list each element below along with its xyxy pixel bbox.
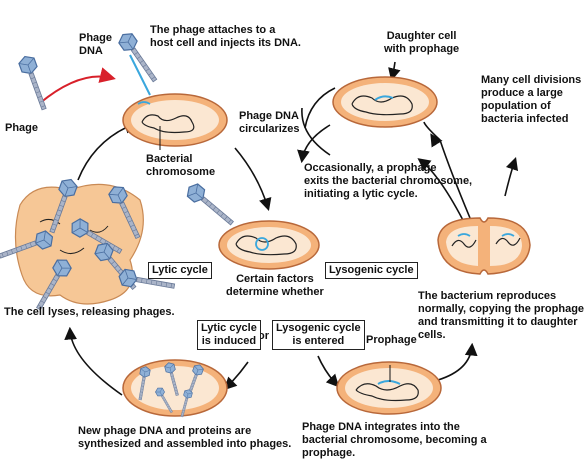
prophage-cell <box>336 361 442 415</box>
free-phage-icon <box>16 53 53 113</box>
attach-description: The phage attaches to a host cell and in… <box>150 24 301 49</box>
daughter-cell-label: Daughter cell with prophage <box>384 30 460 55</box>
inject-arrow <box>39 67 116 104</box>
lytic-cycle-box: Lytic cycle <box>148 262 212 279</box>
cell-lyses-label: The cell lyses, releasing phages. <box>4 306 175 318</box>
prophage-exit-label: Occasionally, a prophage exits the bacte… <box>304 162 473 200</box>
dividing-cell <box>437 217 531 275</box>
lysogenic-cycle-box: Lysogenic cycle <box>325 262 418 279</box>
phage-label: Phage <box>5 122 39 134</box>
lysogenic-entered-box: Lysogenic cycle is entered <box>272 320 365 350</box>
prophage-label: Prophage <box>366 334 417 346</box>
assembly-cell <box>122 359 228 419</box>
bacterial-chromosome-label: Bacterial chromosome <box>146 153 216 178</box>
lytic-induced-box: Lytic cycle is induced <box>197 320 261 350</box>
cycle-arrows <box>64 61 519 396</box>
phage-dna-label: Phage DNA <box>79 32 113 57</box>
decision-cell <box>218 220 320 270</box>
or-label: or <box>258 330 269 342</box>
new-phage-dna-label: New phage DNA and proteins are synthesiz… <box>78 425 292 450</box>
infected-cell-top <box>122 93 228 147</box>
center-phage-icon <box>183 180 238 230</box>
certain-factors-label: Certain factors determine whether <box>226 273 324 298</box>
reproduces-label: The bacterium reproduces normally, copyi… <box>418 290 585 341</box>
circularizes-label: Phage DNA circularizes <box>239 110 300 135</box>
integrates-label: Phage DNA integrates into the bacterial … <box>302 421 487 459</box>
many-divisions-label: Many cell divisions produce a large popu… <box>481 74 582 125</box>
daughter-cell <box>332 76 438 128</box>
